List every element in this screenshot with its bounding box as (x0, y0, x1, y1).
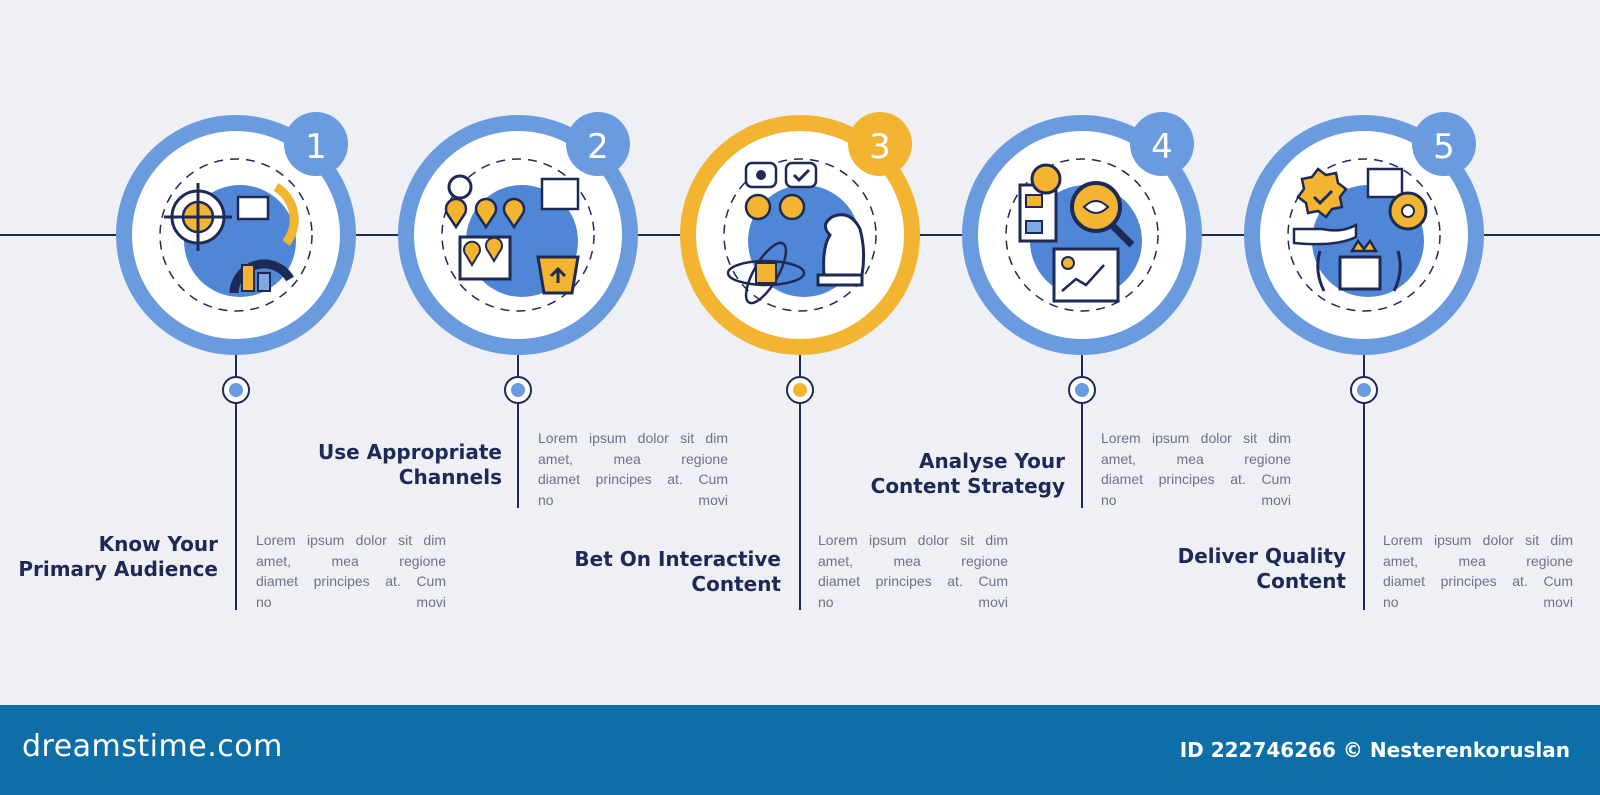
step-number: 4 (1151, 127, 1173, 167)
step-2-description-line: Lorem ipsum dolor sit dim (538, 430, 728, 446)
step-1-node: 1 (116, 112, 356, 610)
step-2-description: Lorem ipsum dolor sit dim amet, mea regi… (538, 428, 728, 510)
step-4-description-line: amet, mea regione (1101, 450, 1291, 467)
step-2-description-line: amet, mea regione (538, 450, 728, 467)
strategy-analysis-icon (1018, 163, 1135, 303)
step-4-title: Analyse Your Content Strategy (825, 449, 1065, 499)
number-badge (1412, 112, 1476, 176)
step-5-description-line: amet, mea regione (1383, 552, 1573, 569)
step-number: 5 (1433, 127, 1455, 167)
number-badge (566, 112, 630, 176)
step-5-description-line: diamet principes at. Cum (1383, 573, 1573, 589)
image-credit: ID 222746266 © Nesterenkoruslan (1179, 738, 1570, 762)
step-3-title: Bet On Interactive Content (541, 547, 781, 597)
step-2-title-line: Channels (398, 465, 502, 489)
brand-logo[interactable]: dreamstime.com (22, 729, 283, 764)
step-3-description-line: amet, mea regione (818, 552, 1008, 569)
step-4-node: 4 (962, 112, 1202, 508)
step-3-description-line: no movi (818, 593, 1008, 610)
step-1-title-line: Know Your (98, 532, 218, 556)
step-2-title-line: Use Appropriate (317, 440, 502, 464)
step-dot-center (1075, 383, 1089, 397)
step-4-description: Lorem ipsum dolor sit dim amet, mea regi… (1101, 428, 1291, 510)
number-badge (1130, 112, 1194, 176)
infographic: 1 2 3 4 5 (0, 112, 1600, 610)
dashed-ring (159, 158, 313, 312)
step-number: 1 (305, 127, 327, 167)
step-5-title-line: Deliver Quality (1177, 544, 1346, 568)
step-dot-center (511, 383, 525, 397)
step-3-title-line: Bet On Interactive (574, 547, 781, 571)
interactive-content-icon (726, 161, 866, 305)
step-1-title: Know Your Primary Audience (0, 532, 218, 582)
step-2-description-line: no movi (538, 491, 728, 508)
step-3-description-line: Lorem ipsum dolor sit dim (818, 532, 1008, 548)
step-dot-center (1357, 383, 1371, 397)
footer-bar: dreamstime.com ID 222746266 © Nesterenko… (0, 705, 1600, 795)
channels-map-icon (444, 174, 580, 295)
dashed-ring (1287, 158, 1441, 312)
step-5-title: Deliver Quality Content (1106, 544, 1346, 594)
quality-content-icon (1292, 167, 1428, 292)
step-1-description-line: diamet principes at. Cum (256, 573, 446, 589)
step-4-description-line: diamet principes at. Cum (1101, 471, 1291, 487)
step-4-title-line: Content Strategy (870, 474, 1065, 498)
step-1-description-line: amet, mea regione (256, 552, 446, 569)
step-1-description-line: Lorem ipsum dolor sit dim (256, 532, 446, 548)
step-5-description-line: no movi (1383, 593, 1573, 610)
step-1-description-line: no movi (256, 593, 446, 610)
step-4-title-line: Analyse Your (918, 449, 1065, 473)
number-badge (284, 112, 348, 176)
step-1-description: Lorem ipsum dolor sit dim amet, mea regi… (256, 530, 446, 612)
step-1-title-line: Primary Audience (18, 557, 218, 581)
step-4-description-line: Lorem ipsum dolor sit dim (1101, 430, 1291, 446)
step-3-description: Lorem ipsum dolor sit dim amet, mea regi… (818, 530, 1008, 612)
step-2-description-line: diamet principes at. Cum (538, 471, 728, 487)
step-5-description-line: Lorem ipsum dolor sit dim (1383, 532, 1573, 548)
step-2-node: 2 (398, 112, 638, 508)
steps-diagram: 1 2 3 4 5 (0, 112, 1600, 610)
step-5-title-line: Content (1256, 569, 1346, 593)
number-badge (848, 112, 912, 176)
step-number: 2 (587, 127, 609, 167)
step-5-description: Lorem ipsum dolor sit dim amet, mea regi… (1383, 530, 1573, 612)
dashed-ring (1005, 158, 1159, 312)
step-3-title-line: Content (691, 572, 781, 596)
step-3-description-line: diamet principes at. Cum (818, 573, 1008, 589)
step-dot-center (793, 383, 807, 397)
step-dot-center (229, 383, 243, 397)
step-4-description-line: no movi (1101, 491, 1291, 508)
step-3-node: 3 (680, 112, 920, 610)
step-number: 3 (869, 127, 891, 167)
dashed-ring (441, 158, 595, 312)
target-audience-icon (164, 183, 299, 294)
step-2-title: Use Appropriate Channels (262, 440, 502, 490)
dashed-ring (723, 158, 877, 312)
step-5-node: 5 (1244, 112, 1484, 610)
